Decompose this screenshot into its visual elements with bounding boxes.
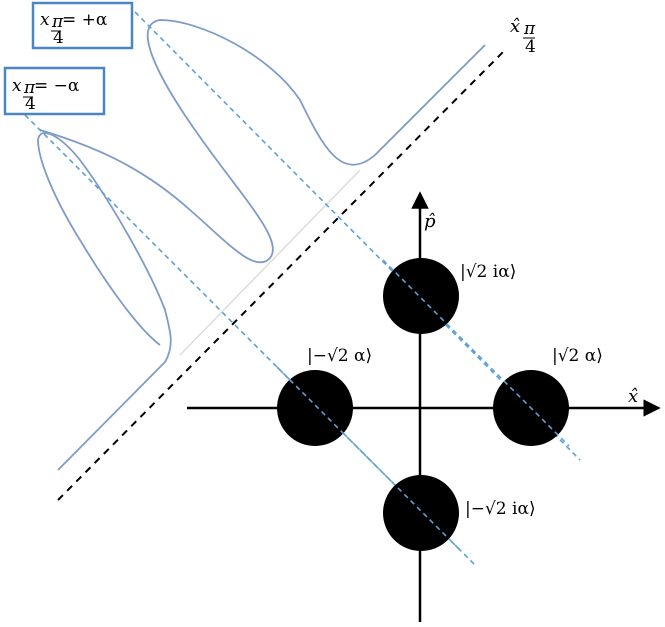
state-label-right: |√2 α⟩ [552, 346, 603, 366]
svg-text:x: x [40, 10, 50, 30]
state-label-top: |√2 iα⟩ [460, 262, 516, 282]
box-minus-alpha: x π 4 = −α [3, 66, 106, 116]
state-disc-top [383, 258, 459, 334]
rotated-axis-label: x̂ π 4 [510, 16, 536, 57]
state-disc-left [277, 370, 353, 446]
dashed-line-minus-alpha-over [276, 366, 460, 550]
state-label-bottom: |−√2 iα⟩ [465, 499, 536, 519]
x-axis-label: x̂ [628, 386, 638, 407]
dashed-line-minus-alpha [24, 114, 476, 566]
distribution-curve-upper [39, 19, 486, 264]
svg-text:4: 4 [525, 37, 536, 57]
box-plus-alpha: x π 4 = +α [31, 1, 134, 50]
svg-text:= +α: = +α [62, 10, 108, 30]
svg-text:= −α: = −α [34, 76, 80, 96]
p-axis-label: p̂ [424, 211, 436, 232]
state-disc-bottom [383, 475, 459, 551]
svg-text:4: 4 [53, 28, 64, 48]
state-label-left: |−√2 α⟩ [307, 346, 372, 366]
rotated-quadrature-axis [57, 49, 506, 501]
svg-text:π: π [23, 78, 36, 98]
distribution-curve-lower [37, 132, 172, 471]
svg-text:π: π [523, 19, 536, 39]
svg-text:4: 4 [25, 94, 36, 114]
svg-text:x: x [12, 76, 22, 96]
svg-text:π: π [51, 12, 64, 32]
dashed-line-plus-alpha-over [382, 259, 570, 447]
svg-text:x̂: x̂ [510, 16, 520, 37]
faint-guide-line [179, 169, 361, 356]
